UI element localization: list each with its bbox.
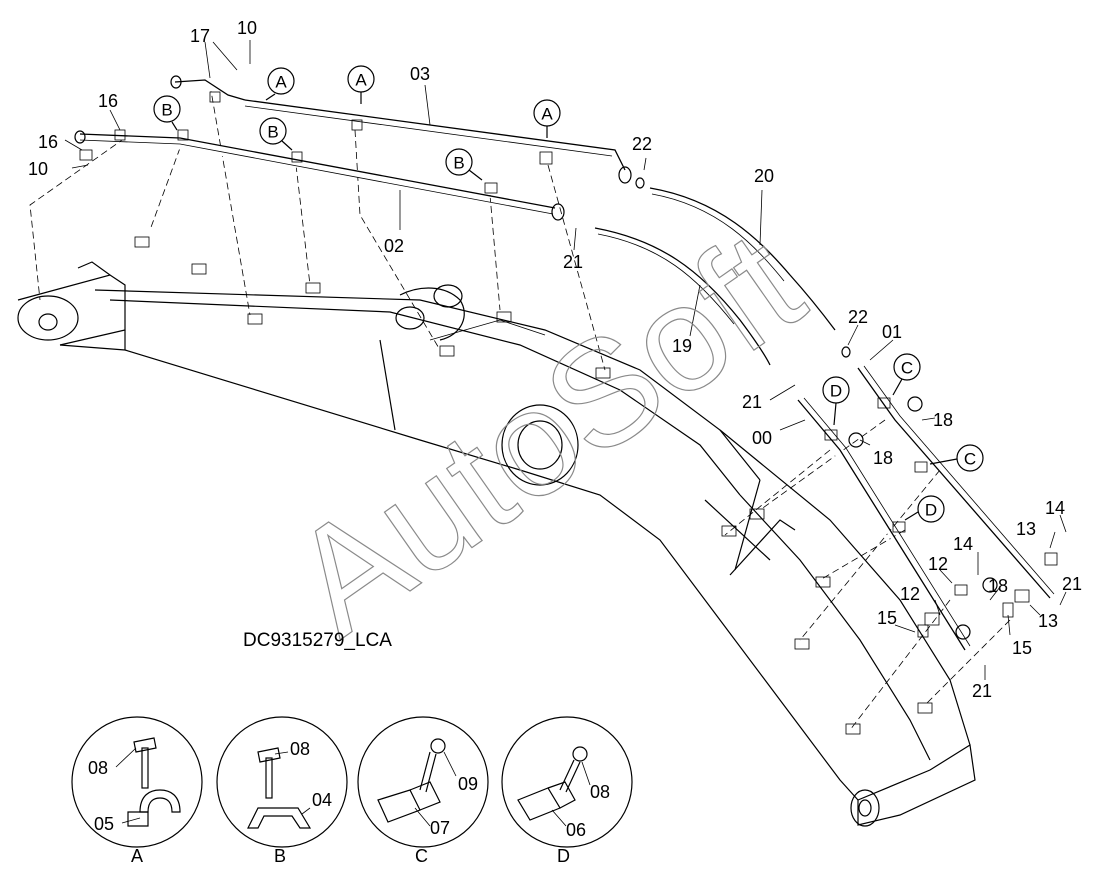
callout-19: 19 xyxy=(672,336,692,356)
pipes xyxy=(74,75,1058,651)
circle-label-d1: D xyxy=(822,376,850,426)
callout-18-lower: 18 xyxy=(988,576,1008,596)
circled-labels: A A A B B B C C D D xyxy=(153,65,984,523)
detail-views: 08 05 A 08 04 B 09 07 C xyxy=(71,716,633,866)
circle-label-c1: C xyxy=(892,353,921,396)
detail-a-letter: A xyxy=(131,846,143,866)
callout-16-top: 16 xyxy=(98,91,118,111)
callout-03: 03 xyxy=(410,64,430,84)
circle-label-b3: B xyxy=(445,148,483,181)
svg-text:B: B xyxy=(267,123,278,142)
callout-17: 17 xyxy=(190,26,210,46)
detail-d-bolt: 08 xyxy=(590,782,610,802)
detail-c: 09 07 C xyxy=(357,716,489,866)
callout-22-top: 22 xyxy=(632,134,652,154)
svg-text:D: D xyxy=(925,501,937,520)
callout-02: 02 xyxy=(384,236,404,256)
drawing-code: DC9315279_LCA xyxy=(243,630,392,651)
svg-text:AutoSoft: AutoSoft xyxy=(262,199,830,667)
detail-c-clamp: 07 xyxy=(430,818,450,838)
callout-22-right: 22 xyxy=(848,307,868,327)
svg-text:C: C xyxy=(901,359,913,378)
callout-12-lower: 12 xyxy=(900,584,920,604)
circle-label-c2: C xyxy=(929,444,984,472)
detail-b-bolt: 08 xyxy=(290,739,310,759)
detail-a-bolt: 08 xyxy=(88,758,108,778)
callout-14-right: 14 xyxy=(1045,498,1065,518)
detail-d: 08 06 D xyxy=(501,716,633,866)
callout-20: 20 xyxy=(754,166,774,186)
detail-b-clamp: 04 xyxy=(312,790,332,810)
callout-18-upper: 18 xyxy=(933,410,953,430)
callout-13-lower: 13 xyxy=(1038,611,1058,631)
callout-13-upper: 13 xyxy=(1016,519,1036,539)
boom-body xyxy=(17,236,976,827)
callout-21-bottom: 21 xyxy=(972,681,992,701)
svg-text:C: C xyxy=(964,450,976,469)
callout-21-right: 21 xyxy=(1062,574,1082,594)
callout-15-left: 15 xyxy=(877,608,897,628)
svg-text:B: B xyxy=(161,101,172,120)
detail-a-clamp: 05 xyxy=(94,814,114,834)
svg-text:D: D xyxy=(830,382,842,401)
circle-label-a2: A xyxy=(347,65,375,104)
circle-label-d2: D xyxy=(904,495,945,523)
watermark: AutoSoft xyxy=(261,198,830,667)
detail-d-letter: D xyxy=(557,846,570,866)
callout-14-mid: 14 xyxy=(953,534,973,554)
detail-d-clamp: 06 xyxy=(566,820,586,840)
svg-text:A: A xyxy=(355,71,367,90)
detail-a: 08 05 A xyxy=(71,716,203,866)
callout-21-top: 21 xyxy=(563,252,583,272)
svg-text:A: A xyxy=(541,105,553,124)
callout-21-mid: 21 xyxy=(742,392,762,412)
detail-c-letter: C xyxy=(415,846,428,866)
svg-text:A: A xyxy=(275,73,287,92)
detail-b-letter: B xyxy=(274,846,286,866)
callout-16-left: 16 xyxy=(38,132,58,152)
svg-text:B: B xyxy=(453,154,464,173)
callout-00: 00 xyxy=(752,428,772,448)
circle-label-b2: B xyxy=(259,117,293,151)
part-callouts: 00 01 02 03 10 10 12 12 13 13 14 14 15 1… xyxy=(28,18,1082,701)
callout-18-mid: 18 xyxy=(873,448,893,468)
detail-b: 08 04 B xyxy=(216,716,348,866)
detail-c-bolt: 09 xyxy=(458,774,478,794)
callout-15-right: 15 xyxy=(1012,638,1032,658)
callout-12-upper: 12 xyxy=(928,554,948,574)
circle-label-b1: B xyxy=(153,95,181,131)
circle-label-a3: A xyxy=(533,99,561,138)
circle-label-a1: A xyxy=(265,67,295,101)
callout-leaders xyxy=(64,40,1067,680)
callout-10-left: 10 xyxy=(28,159,48,179)
callout-10-top: 10 xyxy=(237,18,257,38)
callout-01: 01 xyxy=(882,322,902,342)
